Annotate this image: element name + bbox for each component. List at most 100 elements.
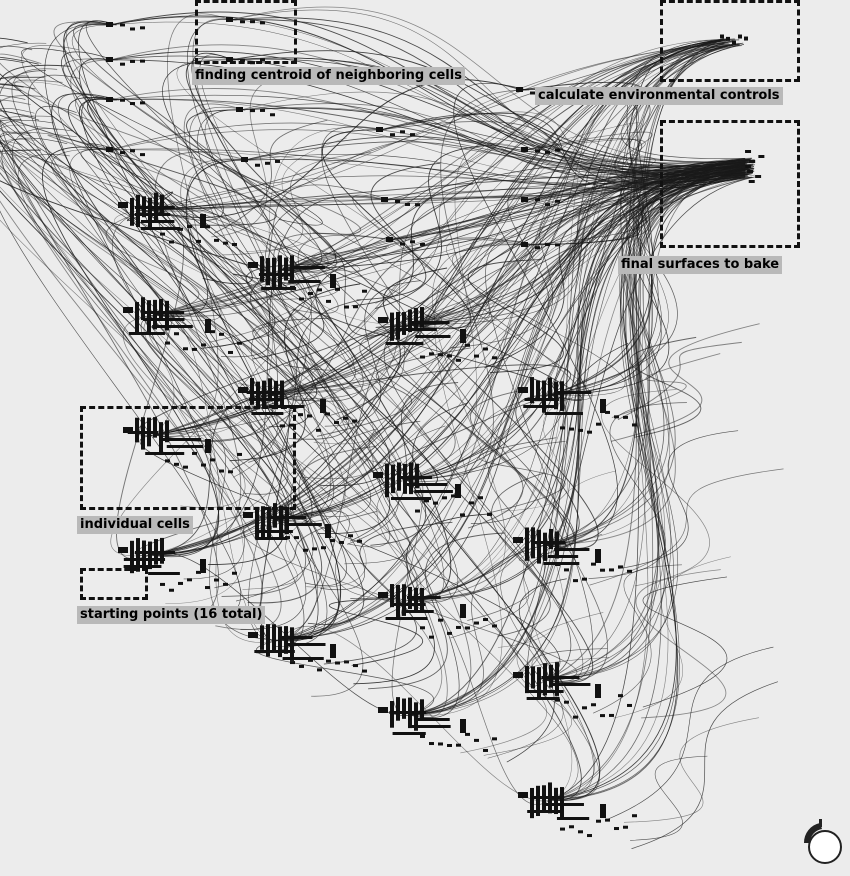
cell-output-node[interactable] — [307, 414, 312, 418]
cell-merge-node[interactable] — [200, 214, 206, 228]
cell-output-node[interactable] — [456, 743, 461, 747]
cell-param-node[interactable] — [251, 412, 284, 415]
start-point-node[interactable] — [378, 707, 388, 713]
cell-output-node[interactable] — [578, 428, 583, 432]
cell-output-node[interactable] — [192, 347, 197, 351]
cell-output-node[interactable] — [183, 465, 188, 469]
cell-component-node[interactable] — [272, 624, 276, 653]
cell-param-node[interactable] — [249, 398, 282, 401]
centroid-param-node[interactable] — [255, 163, 260, 167]
cell-merge-node[interactable] — [600, 804, 606, 818]
cell-output-node[interactable] — [219, 469, 224, 473]
cell-output-node[interactable] — [438, 618, 443, 622]
cell-output-node[interactable] — [609, 568, 614, 572]
cell-component-node[interactable] — [420, 307, 424, 328]
cell-output-node[interactable] — [303, 548, 308, 552]
cell-param-node[interactable] — [523, 405, 557, 408]
cell-output-node[interactable] — [564, 568, 569, 572]
cell-output-node[interactable] — [573, 715, 578, 719]
cell-param-node[interactable] — [547, 555, 579, 558]
cell-component-node[interactable] — [542, 380, 546, 413]
centroid-param-node[interactable] — [260, 58, 265, 62]
cell-param-node[interactable] — [123, 565, 162, 568]
centroid-node[interactable] — [381, 197, 388, 202]
cell-output-node[interactable] — [232, 242, 237, 246]
cell-output-node[interactable] — [357, 539, 362, 543]
cell-output-node[interactable] — [223, 241, 228, 245]
centroid-param-node[interactable] — [545, 203, 550, 207]
cell-output-node[interactable] — [591, 562, 596, 566]
cell-output-node[interactable] — [623, 825, 628, 829]
cell-component-node[interactable] — [530, 377, 534, 404]
centroid-node[interactable] — [376, 127, 383, 132]
cell-output-node[interactable] — [460, 513, 465, 517]
cell-param-node[interactable] — [395, 328, 437, 331]
cell-component-node[interactable] — [396, 697, 400, 721]
cell-output-node[interactable] — [569, 427, 574, 431]
cell-output-node[interactable] — [321, 546, 326, 550]
cell-param-node[interactable] — [399, 476, 433, 479]
cell-component-node[interactable] — [548, 377, 552, 401]
cell-component-node[interactable] — [148, 541, 152, 570]
cell-output-node[interactable] — [362, 289, 367, 293]
cell-component-node[interactable] — [537, 529, 541, 564]
centroid-param-node[interactable] — [130, 149, 135, 153]
cell-component-node[interactable] — [284, 626, 288, 654]
cell-param-node[interactable] — [416, 718, 450, 721]
bake-surface-node[interactable] — [745, 165, 752, 168]
cell-output-node[interactable] — [609, 713, 614, 717]
cell-output-node[interactable] — [600, 714, 605, 718]
cell-component-node[interactable] — [136, 194, 140, 228]
cell-param-node[interactable] — [542, 803, 584, 806]
cell-param-node[interactable] — [258, 273, 291, 276]
cell-merge-node[interactable] — [200, 559, 206, 573]
cell-component-node[interactable] — [402, 698, 406, 719]
cell-component-node[interactable] — [290, 255, 294, 283]
cell-output-node[interactable] — [582, 706, 587, 710]
cell-output-node[interactable] — [312, 547, 317, 551]
cell-component-node[interactable] — [390, 584, 394, 608]
cell-output-node[interactable] — [210, 458, 215, 462]
cell-param-node[interactable] — [407, 596, 441, 599]
cell-param-node[interactable] — [532, 796, 565, 799]
cell-output-node[interactable] — [353, 305, 358, 309]
cell-param-node[interactable] — [258, 530, 293, 533]
cell-param-node[interactable] — [280, 636, 313, 639]
centroid-param-node[interactable] — [240, 58, 245, 62]
cell-param-node[interactable] — [541, 676, 580, 679]
cell-output-node[interactable] — [325, 412, 330, 416]
cell-output-node[interactable] — [353, 664, 358, 668]
cell-output-node[interactable] — [587, 430, 592, 434]
cell-component-node[interactable] — [262, 380, 266, 409]
centroid-node[interactable] — [521, 197, 528, 202]
centroid-param-node[interactable] — [400, 242, 405, 246]
cell-component-node[interactable] — [153, 417, 157, 438]
cell-output-node[interactable] — [618, 694, 623, 698]
cell-param-node[interactable] — [145, 452, 185, 455]
cell-output-node[interactable] — [223, 582, 228, 586]
cell-param-node[interactable] — [144, 311, 185, 314]
cell-param-node[interactable] — [162, 438, 202, 441]
centroid-param-node[interactable] — [535, 246, 540, 250]
cell-output-node[interactable] — [232, 571, 237, 575]
cell-component-node[interactable] — [543, 663, 547, 696]
cell-output-node[interactable] — [362, 669, 367, 673]
bake-surface-node[interactable] — [755, 175, 762, 178]
bake-surface-node[interactable] — [747, 170, 754, 173]
cell-component-node[interactable] — [391, 464, 395, 494]
cell-output-node[interactable] — [343, 416, 348, 420]
cell-output-node[interactable] — [456, 625, 461, 629]
cell-output-node[interactable] — [483, 618, 488, 622]
cell-output-node[interactable] — [474, 621, 479, 625]
cell-component-node[interactable] — [130, 540, 134, 574]
cell-param-node[interactable] — [268, 516, 307, 519]
centroid-param-node[interactable] — [265, 161, 270, 165]
cell-output-node[interactable] — [174, 332, 179, 336]
cell-output-node[interactable] — [582, 577, 587, 581]
cell-merge-node[interactable] — [600, 399, 606, 413]
cell-component-node[interactable] — [273, 503, 277, 528]
cell-component-node[interactable] — [525, 527, 529, 561]
cell-component-node[interactable] — [555, 531, 559, 559]
cell-output-node[interactable] — [169, 240, 174, 244]
compass-dial-icon[interactable] — [798, 815, 848, 865]
